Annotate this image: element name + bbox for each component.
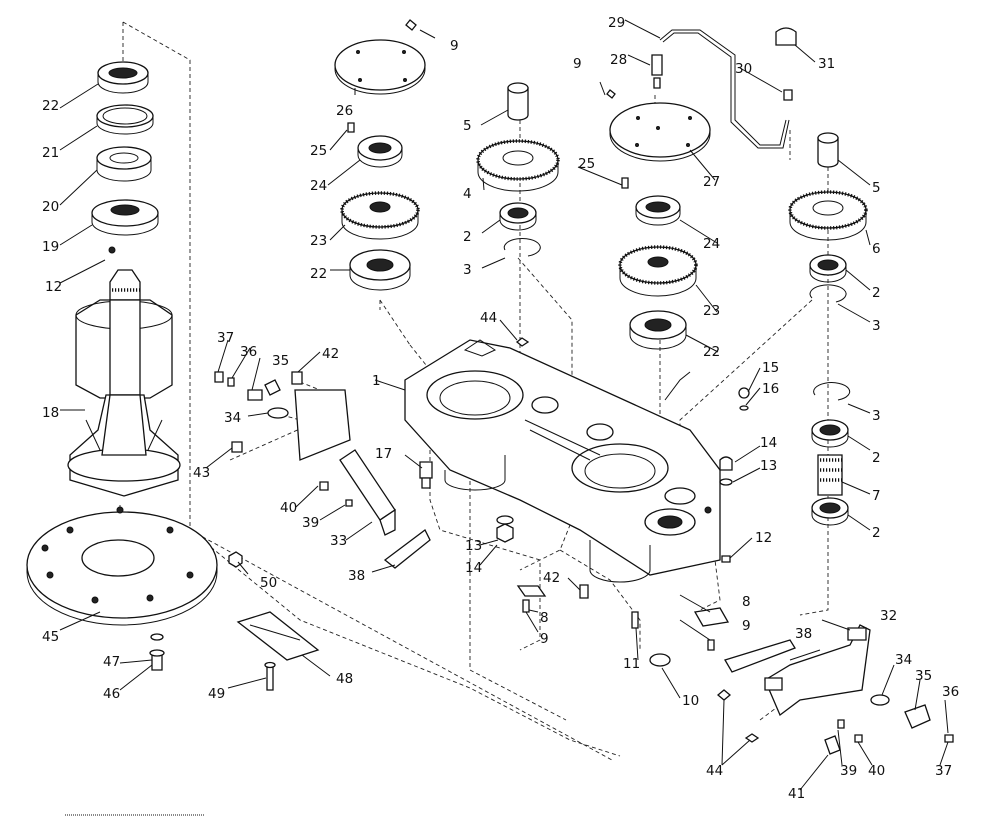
- callout-37: 37: [935, 763, 952, 779]
- callout-35: 35: [272, 353, 289, 369]
- callout-30: 30: [735, 61, 752, 77]
- callout-14: 14: [760, 435, 777, 451]
- small-fasteners: [419, 337, 750, 667]
- callout-2: 2: [872, 285, 881, 301]
- callout-18: 18: [42, 405, 59, 421]
- callout-47: 47: [103, 654, 120, 670]
- callout-34: 34: [895, 652, 912, 668]
- callout-9: 9: [540, 631, 549, 647]
- callout-8: 8: [742, 594, 751, 610]
- callout-24: 24: [703, 236, 720, 252]
- callout-2: 2: [872, 450, 881, 466]
- callout-38: 38: [795, 626, 812, 642]
- callout-33: 33: [330, 533, 347, 549]
- callout-23: 23: [310, 233, 327, 249]
- callout-7: 7: [872, 488, 881, 504]
- callout-13: 13: [465, 538, 482, 554]
- callout-39: 39: [302, 515, 319, 531]
- callout-3: 3: [872, 408, 881, 424]
- callout-36: 36: [240, 344, 257, 360]
- base-plate: [26, 506, 218, 626]
- callout-21: 21: [42, 145, 59, 161]
- callout-36: 36: [942, 684, 959, 700]
- callout-16: 16: [762, 381, 779, 397]
- callout-2: 2: [872, 525, 881, 541]
- callout-22: 22: [42, 98, 59, 114]
- callout-13: 13: [760, 458, 777, 474]
- bolt-46-washer-47: [149, 633, 165, 671]
- left-bracket-assembly: [214, 371, 431, 569]
- callout-5: 5: [463, 118, 472, 134]
- callout-31: 31: [818, 56, 835, 72]
- callout-9: 9: [573, 56, 582, 72]
- callout-45: 45: [42, 629, 59, 645]
- gear-stack-right: [606, 89, 711, 350]
- gear-stack-left: [334, 19, 426, 291]
- callout-22: 22: [310, 266, 327, 282]
- right-bracket-assembly: [716, 624, 954, 755]
- callout-50: 50: [260, 575, 277, 591]
- callout-17: 17: [375, 446, 392, 462]
- callout-12: 12: [755, 530, 772, 546]
- bearing-stack-left: [91, 61, 159, 254]
- callout-44: 44: [480, 310, 497, 326]
- main-shaft-housing: [67, 269, 181, 497]
- callout-3: 3: [463, 262, 472, 278]
- callout-12: 12: [45, 279, 62, 295]
- callout-10: 10: [682, 693, 699, 709]
- gear-stack-center: [476, 82, 560, 257]
- callout-34: 34: [224, 410, 241, 426]
- bolt-49: [264, 661, 276, 691]
- callout-28: 28: [610, 52, 627, 68]
- callout-40: 40: [868, 763, 885, 779]
- callout-44: 44: [706, 763, 723, 779]
- gear-stack-far-right: [788, 132, 868, 526]
- gearbox-housing: [404, 339, 721, 583]
- callout-8: 8: [540, 610, 549, 626]
- callout-26: 26: [336, 103, 353, 119]
- callout-40: 40: [280, 500, 297, 516]
- oil-line: [651, 27, 797, 149]
- callout-27: 27: [703, 174, 720, 190]
- callout-37: 37: [217, 330, 234, 346]
- callout-22: 22: [703, 344, 720, 360]
- callout-32: 32: [880, 608, 897, 624]
- callout-19: 19: [42, 239, 59, 255]
- shield-plate-48: [236, 611, 320, 661]
- callout-35: 35: [915, 668, 932, 684]
- callout-24: 24: [310, 178, 327, 194]
- callout-5: 5: [872, 180, 881, 196]
- callout-2: 2: [463, 229, 472, 245]
- callout-11: 11: [623, 656, 640, 672]
- callout-9: 9: [450, 38, 459, 54]
- callout-42: 42: [322, 346, 339, 362]
- callout-14: 14: [465, 560, 482, 576]
- callout-3: 3: [872, 318, 881, 334]
- callout-25: 25: [578, 156, 595, 172]
- callout-labels: 1 2 2 2 2 3 3 3 4 5 5 6 7 8 8 9 9 9 9 10…: [42, 15, 959, 802]
- callout-46: 46: [103, 686, 120, 702]
- callout-9: 9: [742, 618, 751, 634]
- callout-48: 48: [336, 671, 353, 687]
- callout-29: 29: [608, 15, 625, 31]
- callout-1: 1: [372, 373, 381, 389]
- callout-49: 49: [208, 686, 225, 702]
- callout-43: 43: [193, 465, 210, 481]
- leader-lines: [59, 19, 949, 791]
- callout-20: 20: [42, 199, 59, 215]
- callout-38: 38: [348, 568, 365, 584]
- callout-4: 4: [463, 186, 472, 202]
- callout-42: 42: [543, 570, 560, 586]
- callout-6: 6: [872, 241, 881, 257]
- callout-41: 41: [788, 786, 805, 802]
- callout-23: 23: [703, 303, 720, 319]
- callout-15: 15: [762, 360, 779, 376]
- callout-39: 39: [840, 763, 857, 779]
- callout-25: 25: [310, 143, 327, 159]
